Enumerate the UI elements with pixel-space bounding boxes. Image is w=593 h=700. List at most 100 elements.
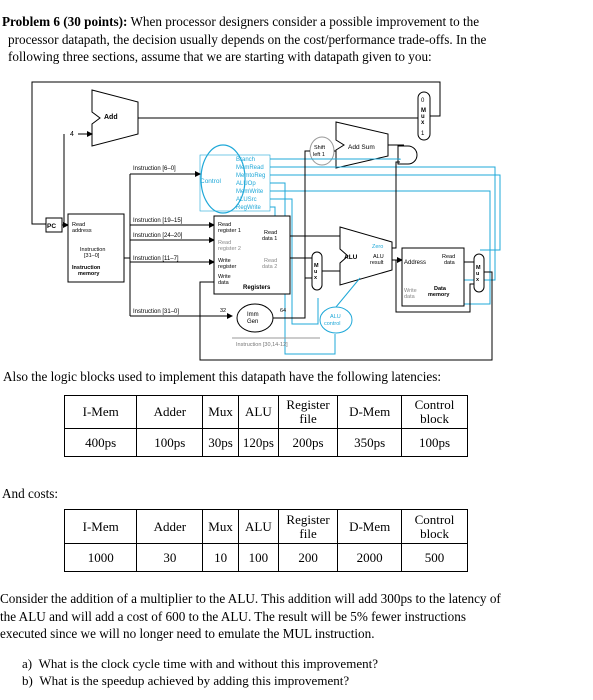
alu-result-2: result	[370, 260, 384, 266]
alu-control	[319, 306, 353, 334]
shift-left-label-2: left 1	[313, 152, 325, 158]
dm-read-data-1: Read	[442, 254, 455, 260]
four-label: 4	[70, 131, 74, 138]
latency-value-cell: 350ps	[337, 428, 403, 457]
mux-top-u: u	[421, 114, 425, 120]
consider-line-2: the ALU and will add a cost of 600 to th…	[0, 608, 466, 624]
question-item: b) What is the speedup achieved by addin…	[22, 672, 378, 689]
datapath-diagram: Add 4 Add Sum Shift left 1 0 M u x 1 Con…	[31, 81, 501, 361]
imm-gen-label-2: Gen	[247, 319, 258, 325]
mtr-mux-x: x	[476, 277, 480, 283]
shift-left-label-1: Shift	[314, 145, 325, 151]
dm-read-data-2: data	[444, 260, 456, 266]
question-item: a) What is the clock cycle time with and…	[22, 655, 378, 672]
dm-write-data-2: data	[404, 294, 416, 300]
latency-value-cell: 100ps	[401, 428, 468, 457]
alu-control-label-2: control	[324, 321, 341, 327]
signal-branch: Branch	[236, 157, 255, 163]
im-mem-2: memory	[78, 271, 100, 277]
mux-top-1: 1	[421, 131, 425, 137]
cost-value-cell: 500	[401, 543, 468, 572]
im-mem-1: Instruction	[72, 265, 101, 271]
num-32: 32	[220, 308, 226, 314]
pc-adder-label: Add	[104, 114, 118, 121]
reg-read-data2-a: Read	[264, 258, 277, 264]
problem-intro-line-1: When processor designers consider a poss…	[130, 14, 480, 29]
latency-control-2: block	[420, 411, 449, 426]
reg-read-data1-a: Read	[264, 230, 277, 236]
memtoreg-mux	[473, 253, 485, 293]
zero-label: Zero	[372, 244, 383, 250]
cost-value-cell: 2000	[337, 543, 403, 572]
reg-read-reg1-b: register 1	[218, 228, 241, 234]
register-file	[213, 215, 291, 295]
alu-result-1: ALU	[373, 254, 384, 260]
cost-regfile-1: Register	[286, 511, 330, 527]
signal-aluop: ALUOp	[236, 181, 256, 187]
alusrc-mux-x: x	[314, 275, 318, 281]
latency-value-cell: 200ps	[277, 428, 339, 457]
mtr-mux-u: u	[476, 271, 479, 277]
alusrc-mux-u: u	[314, 269, 317, 275]
data-memory	[401, 247, 465, 307]
cost-value-cell: 30	[136, 543, 204, 572]
mux-top-0: 0	[421, 98, 425, 104]
reg-write-reg-b: register	[218, 264, 237, 270]
question-list: a) What is the clock cycle time with and…	[22, 655, 378, 689]
address-label: Address	[404, 260, 426, 266]
mux-top-x: x	[421, 120, 425, 126]
dm-label-2: memory	[428, 292, 450, 298]
alu-label: ALU	[344, 254, 358, 261]
im-read-addr-2: address	[72, 228, 92, 234]
registers-label: Registers	[243, 285, 271, 291]
reg-write-reg-a: Write	[218, 258, 231, 264]
signal-memread: MemRead	[236, 165, 264, 171]
consider-line-3: executed since we will no longer need to…	[0, 626, 375, 641]
control-label: Control	[200, 178, 222, 185]
latency-value-cell: 120ps	[237, 428, 279, 457]
reg-read-reg2-a: Read	[218, 240, 231, 246]
cost-value-row: 1000 30 10 100 200 2000 500	[63, 543, 468, 572]
latency-header-cell: ALU	[237, 395, 279, 429]
cost-value-cell: 10	[202, 543, 239, 572]
reg-write-data-b: data	[218, 280, 230, 286]
alusrc-mux-m: M	[314, 263, 319, 269]
im-instr-1: Instruction	[80, 247, 105, 253]
consider-line-1: Consider the addition of a multiplier to…	[0, 591, 501, 606]
im-read-addr-1: Read	[72, 222, 85, 228]
instruction-memory	[67, 213, 125, 283]
reg-read-data2-b: data 2	[262, 264, 277, 270]
latency-value-cell: 100ps	[136, 428, 204, 457]
latency-control-1: Control	[414, 397, 455, 412]
reg-write-data-a: Write	[218, 274, 231, 280]
cost-regfile-2: file	[299, 525, 317, 541]
cost-header-cell: I-Mem	[63, 509, 138, 544]
instr-30-14-12: Instruction [30,14-12]	[236, 342, 288, 348]
imm-gen	[236, 303, 274, 333]
cost-control-2: block	[420, 525, 449, 541]
question-label: a)	[22, 656, 33, 671]
signal-alusrc: ALUSrc	[236, 197, 257, 203]
costs-label: And costs:	[2, 486, 59, 501]
problem-intro-line-2: processor datapath, the decision usually…	[8, 31, 487, 47]
signal-memwrite: MemWrite	[236, 189, 264, 195]
cost-header-cell: Adder	[136, 509, 204, 544]
latency-value-row: 400ps 100ps 30ps 120ps 200ps 350ps 100ps	[63, 428, 468, 457]
latency-header-cell: D-Mem	[337, 395, 403, 429]
instr-6-0: Instruction [6–0]	[133, 166, 176, 172]
latency-value-cell: 400ps	[63, 428, 138, 457]
latency-header-cell: Adder	[136, 395, 204, 429]
latency-value-cell: 30ps	[202, 428, 239, 457]
latency-regfile-1: Register	[286, 397, 330, 412]
reg-read-reg1-a: Read	[218, 222, 231, 228]
mux-top-m: M	[421, 108, 426, 114]
control-unit	[200, 144, 246, 214]
problem-statement: Problem 6 (30 points): When processor de…	[2, 13, 590, 66]
latency-intro: Also the logic blocks used to implement …	[3, 369, 442, 384]
cost-header-cell: Mux	[202, 509, 239, 544]
